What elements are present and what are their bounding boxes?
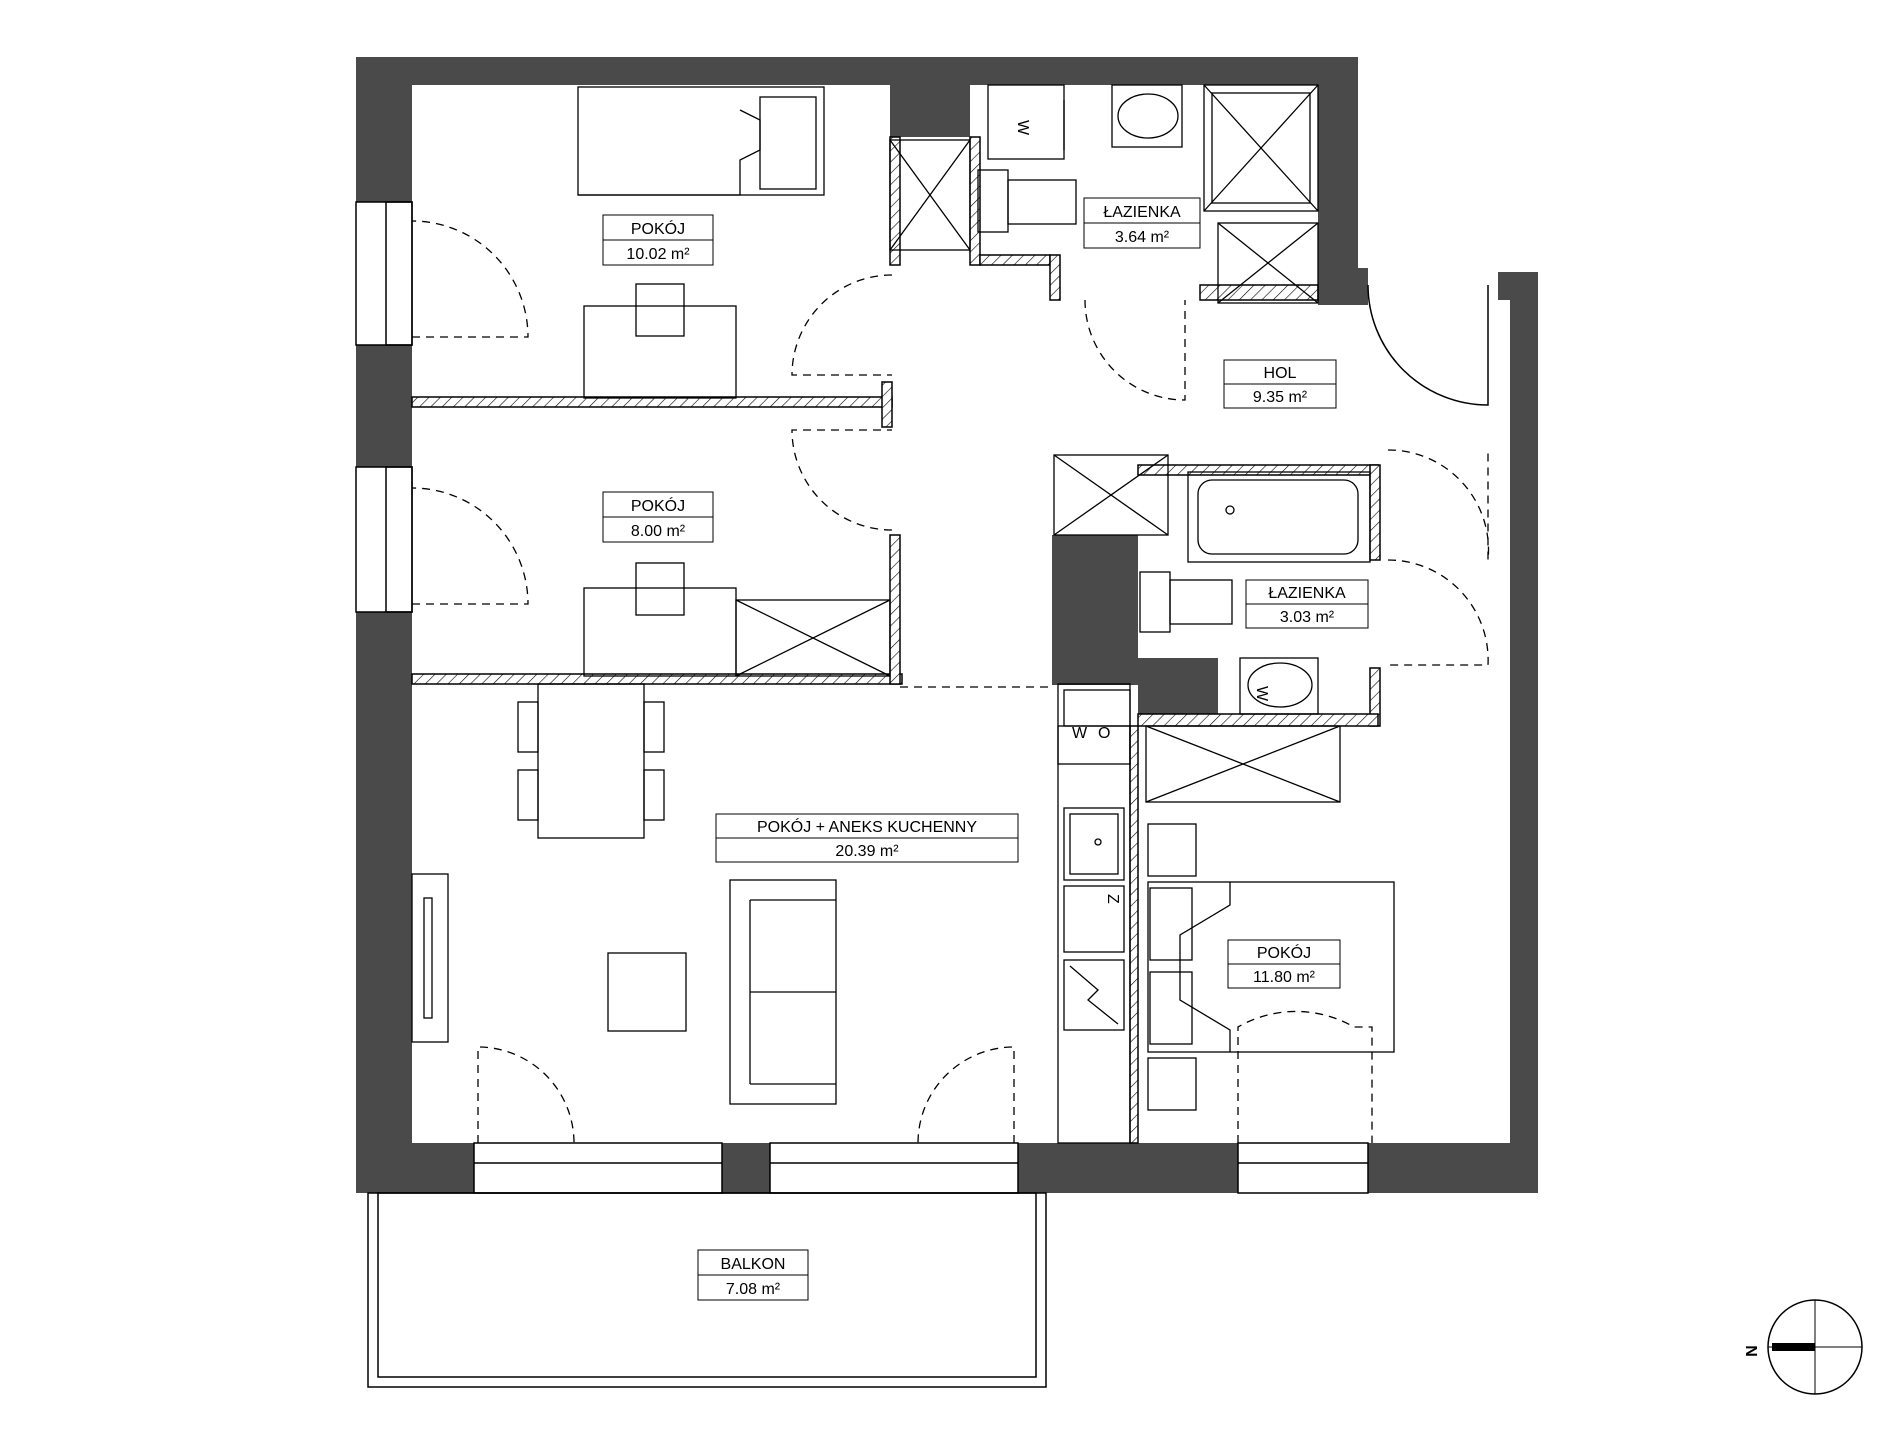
room-area-bedroom-3: 11.80 m²	[1253, 969, 1316, 986]
partitions	[411, 136, 1381, 1144]
washer-mark-1: W	[1014, 120, 1031, 136]
room-name-bedroom-2: POKÓJ	[631, 496, 685, 515]
exterior-walls	[356, 57, 1538, 1193]
compass-north-label: N	[1742, 1345, 1759, 1357]
washer-mark-3: W	[1072, 725, 1088, 742]
furniture	[411, 84, 1395, 1144]
room-labels	[602, 197, 1369, 1301]
doors	[411, 220, 1490, 1144]
room-name-bedroom-1: POKÓJ	[631, 219, 685, 238]
room-label-texts: POKÓJ 10.02 m² POKÓJ 8.00 m² ŁAZIENKA 3.…	[626, 204, 1346, 1298]
room-area-hall: 9.35 m²	[1253, 389, 1308, 406]
windows	[355, 201, 1369, 1194]
room-area-bedroom-1: 10.02 m²	[626, 246, 690, 263]
room-area-bedroom-2: 8.00 m²	[631, 523, 686, 540]
compass: N	[1742, 1299, 1863, 1395]
fridge-mark: Z	[1104, 894, 1121, 904]
room-area-balcony: 7.08 m²	[726, 1281, 781, 1298]
entrance-door	[1367, 284, 1489, 406]
room-area-bathroom-1: 3.64 m²	[1115, 229, 1170, 246]
room-name-hall: HOL	[1264, 365, 1297, 382]
compass-needle	[1772, 1343, 1815, 1351]
room-name-bathroom-2: ŁAZIENKA	[1268, 585, 1346, 602]
room-name-bedroom-3: POKÓJ	[1257, 943, 1311, 962]
room-name-balcony: BALKON	[721, 1256, 786, 1273]
room-name-bathroom-1: ŁAZIENKA	[1103, 204, 1181, 221]
room-area-bathroom-2: 3.03 m²	[1280, 609, 1335, 626]
room-name-living-kitchen: POKÓJ + ANEKS KUCHENNY	[757, 817, 977, 836]
oven-mark: O	[1098, 725, 1110, 742]
balcony	[367, 1192, 1047, 1388]
washer-mark-2: W	[1253, 686, 1270, 702]
fixture-marks: W W W O Z	[1014, 120, 1270, 904]
room-area-living-kitchen: 20.39 m²	[835, 843, 899, 860]
